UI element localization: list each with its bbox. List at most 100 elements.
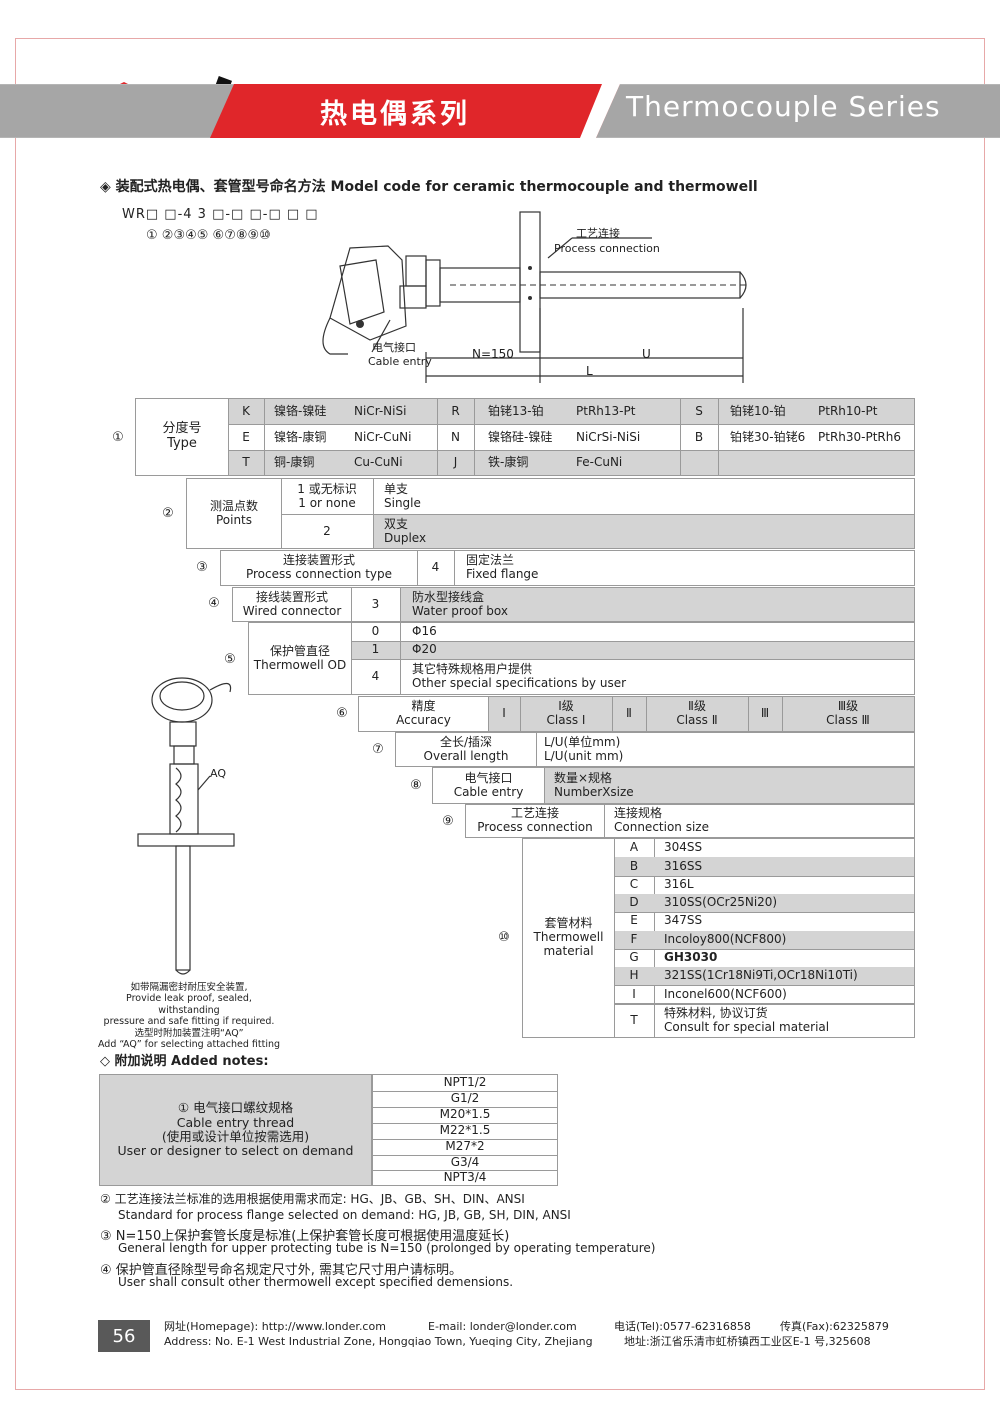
aq-label: AQ: [210, 767, 226, 780]
note3-cn: ③ N=150上保护套管长度是标准(上保护套管长度可根据使用温度延长): [100, 1229, 510, 1244]
row-type-band: [228, 450, 914, 475]
thread-item: M20*1.5: [439, 1106, 491, 1121]
type-code: T: [242, 455, 250, 470]
od-code: 1: [371, 642, 380, 657]
footer-email[interactable]: E-mail: londer@londer.com: [428, 1320, 577, 1333]
row-points-band: [373, 514, 914, 548]
header-red-banner: [210, 84, 620, 138]
od-value: Φ16: [412, 624, 437, 639]
row-number: ⑧: [410, 778, 422, 793]
type-name-cn: 铁-康铜: [488, 455, 529, 470]
footer-fax: 传真(Fax):62325879: [780, 1320, 889, 1333]
row-type-box: [135, 398, 915, 476]
row-connection-box: [220, 550, 915, 586]
type-code: J: [453, 455, 458, 470]
model-code: WR□ □-4 3 □-□ □-□ □ □: [122, 207, 319, 222]
page-frame: [15, 38, 985, 1390]
type-code: S: [695, 403, 703, 418]
note4-en: User shall consult other thermowell exce…: [118, 1275, 514, 1289]
note3-en: General length for upper protecting tube…: [118, 1241, 656, 1255]
note2-en: Standard for process flange selected on …: [118, 1208, 571, 1222]
thread-list: [372, 1074, 558, 1186]
cable-entry-label-en: Cable entry: [368, 355, 432, 368]
accuracy-code: Ⅱ: [626, 706, 632, 721]
row-process-box: [465, 804, 915, 838]
type-name-cn: 镍铬-康铜: [274, 429, 327, 444]
row-od-band: [351, 641, 914, 659]
row-points-box: [186, 478, 915, 549]
dimension-n: N=150: [472, 347, 514, 361]
type-name-en: Fe-CuNi: [576, 455, 623, 470]
thread-item: M27*2: [445, 1138, 485, 1153]
material-value: 304SS: [664, 840, 703, 855]
type-code: E: [242, 429, 250, 444]
row-number: ⑦: [372, 742, 384, 757]
section-title: ◈ 装配式热电偶、套管型号命名方法 Model code for ceramic…: [100, 179, 758, 195]
row-number: ②: [162, 506, 174, 521]
dimension-u: U: [642, 347, 651, 361]
row-accuracy-box: [358, 696, 915, 732]
thread-item: G3/4: [450, 1154, 480, 1169]
notes-title-text: 附加说明 Added notes:: [114, 1054, 269, 1069]
note4-cn: ④ 保护管直径除型号命名规定尺寸外, 需其它尺寸用户请标明。: [100, 1263, 463, 1278]
row-number: ③: [196, 560, 208, 575]
notes-title: ◇ 附加说明 Added notes:: [100, 1054, 269, 1069]
row-number: ⑩: [498, 930, 510, 945]
material-row-band: [615, 857, 914, 876]
thread-item: NPT1/2: [443, 1075, 487, 1090]
material-code: H: [629, 968, 639, 983]
thread-item: M22*1.5: [439, 1122, 491, 1137]
thread-item: NPT3/4: [443, 1170, 487, 1185]
cable-entry-label-cn: 电气接口: [372, 341, 416, 354]
row-number: ④: [208, 596, 220, 611]
type-code: R: [451, 403, 460, 418]
thread-item: G1/2: [450, 1090, 480, 1105]
row-cable-band: [544, 768, 914, 803]
row-length-box: [395, 732, 915, 767]
row-type-band: [228, 399, 914, 424]
material-code: C: [629, 876, 639, 891]
row-number: ⑨: [442, 814, 454, 829]
footer-homepage[interactable]: 网址(Homepage): http://www.londer.com: [164, 1320, 386, 1333]
process-connection-label-cn: 工艺连接: [576, 227, 620, 240]
material-value: GH3030: [664, 950, 718, 965]
type-code: B: [694, 429, 704, 444]
header-title-cn: 热电偶系列: [320, 99, 470, 130]
material-code: F: [630, 931, 638, 946]
row-od-box: [248, 622, 915, 695]
type-code: K: [242, 403, 250, 418]
row-cable-box: [432, 767, 915, 804]
note1-label-box: [99, 1074, 372, 1186]
aq-note-line: Add “AQ” for selecting attached fitting: [97, 1038, 281, 1050]
material-code: I: [632, 986, 636, 1001]
material-code: T: [630, 1012, 638, 1027]
dimension-l: L: [586, 364, 593, 378]
page-number: 56: [98, 1320, 150, 1352]
row-number: ⑤: [224, 652, 236, 667]
aq-note-line: 如带隔漏密封耐压安全装置,: [130, 982, 248, 993]
wired-connector-code: 3: [371, 596, 380, 611]
footer-tel: 电话(Tel):0577-62316858: [614, 1320, 751, 1333]
overall-length-value: L/U(单位mm)L/U(unit mm): [544, 734, 624, 763]
type-name-en: NiCr-NiSi: [354, 403, 407, 418]
material-code: D: [629, 895, 639, 910]
model-code-numbers: ① ②③④⑤ ⑥⑦⑧⑨⑩: [146, 228, 271, 243]
type-name-cn: 铜-康铜: [274, 455, 315, 470]
row-number: ⑥: [336, 706, 348, 721]
